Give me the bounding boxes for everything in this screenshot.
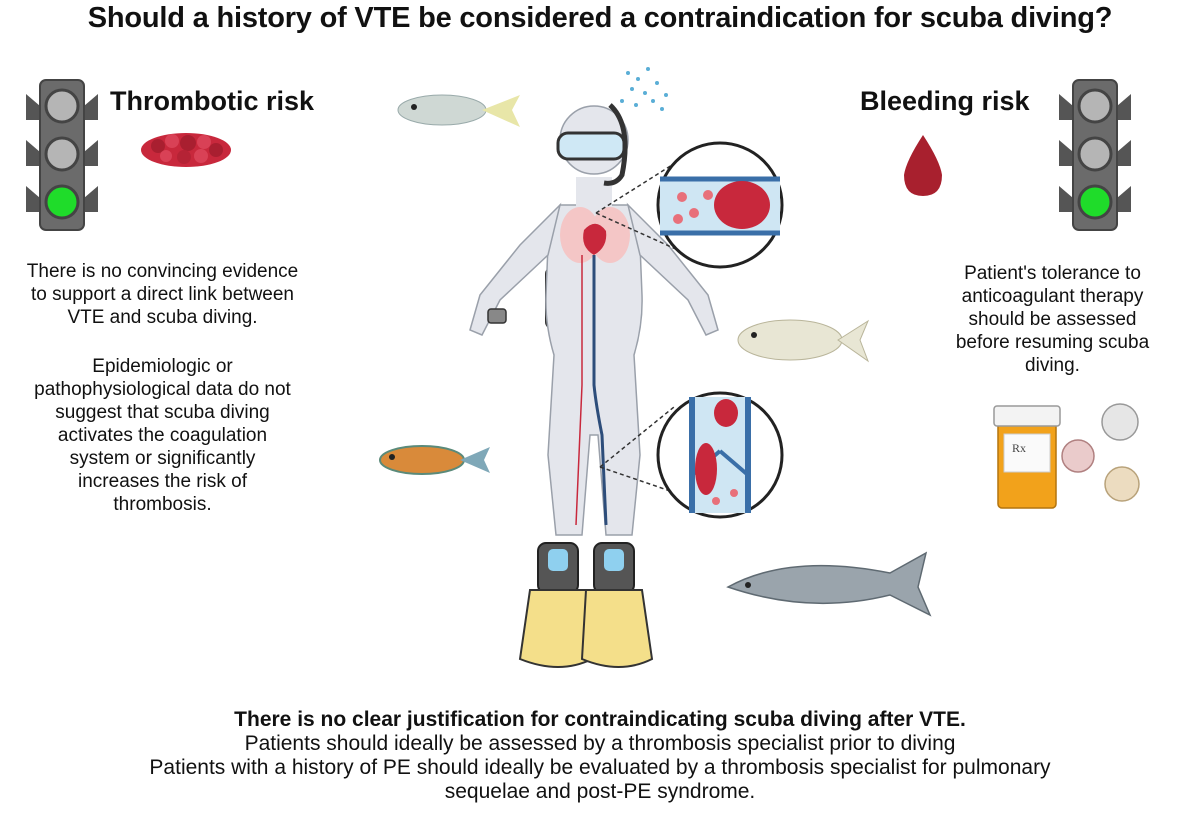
- pill-icon: [1101, 403, 1139, 441]
- medication-illustration: Rx: [993, 403, 1140, 509]
- vessel-clot-zoom: [595, 141, 784, 269]
- pill-icon: [1061, 439, 1095, 473]
- thrombotic-risk-heading: Thrombotic risk: [110, 86, 315, 116]
- conclusion-headline: There is no clear justification for cont…: [234, 708, 966, 731]
- fish-icon: [397, 94, 520, 127]
- bleeding-risk-heading: Bleeding risk: [860, 86, 1030, 116]
- pill-icon: [1104, 466, 1140, 502]
- fish-icon: [379, 445, 490, 475]
- rx-label: Rx: [1012, 441, 1026, 455]
- fins-icon: [518, 542, 654, 668]
- left-paragraph-1: There is no convincing evidence to suppo…: [26, 261, 299, 328]
- fish-icon: [726, 551, 932, 617]
- left-paragraph-2: Epidemiologic or pathophysiological data…: [34, 356, 291, 515]
- page-title: Should a history of VTE be considered a …: [87, 2, 1113, 34]
- conclusion-line-1: Patients should ideally be assessed by a…: [244, 732, 956, 755]
- blood-clot-icon: [141, 133, 231, 167]
- blood-drop-icon: [904, 135, 942, 196]
- vein-valve-zoom: [599, 391, 784, 519]
- bubbles-icon: [614, 67, 668, 115]
- traffic-light-icon-right: [1059, 79, 1131, 231]
- center-illustration: [379, 67, 932, 668]
- conclusion-line-2: Patients with a history of PE should ide…: [149, 756, 1051, 779]
- conclusion: There is no clear justification for cont…: [0, 708, 1200, 804]
- pill-bottle-icon: Rx: [993, 405, 1061, 509]
- right-paragraph: Patient's tolerance to anticoagulant the…: [955, 263, 1150, 376]
- traffic-light-icon-left: [26, 79, 98, 231]
- fish-icon: [737, 319, 870, 363]
- conclusion-line-3: sequelae and post-PE syndrome.: [444, 780, 756, 803]
